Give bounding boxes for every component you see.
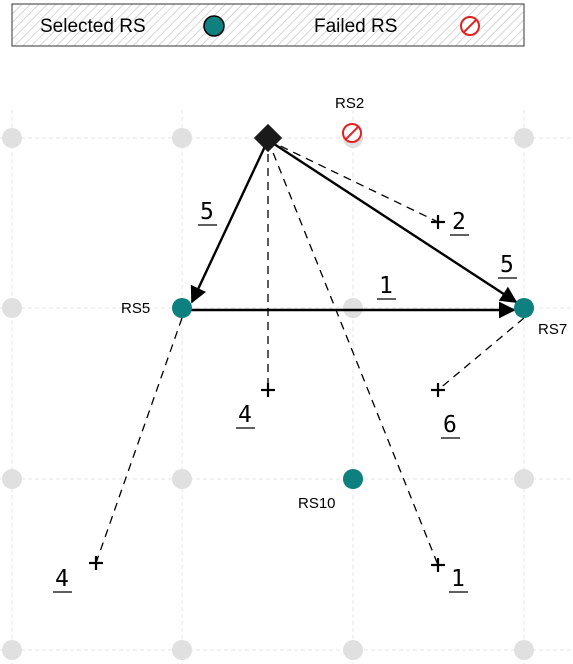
edge-source-plus-right-upper <box>267 139 439 223</box>
grid <box>0 110 573 664</box>
grid-dot <box>343 640 363 660</box>
legend: Selected RS Failed RS <box>11 3 525 47</box>
grid-dot <box>172 640 192 660</box>
edge-rs7-plus-right <box>437 317 525 391</box>
grid-dot <box>514 469 534 489</box>
plus-marker-center <box>261 383 275 397</box>
edge-source-rs5 <box>190 139 270 304</box>
grid-dot <box>2 128 22 148</box>
legend-box <box>11 3 525 47</box>
grid-dot <box>2 640 22 660</box>
edges <box>95 138 525 566</box>
grid-dot <box>514 128 534 148</box>
plus-marker-right <box>431 383 445 397</box>
rs10-node <box>343 469 363 489</box>
weight-rs5-plus-bottom-left: 4 <box>55 566 69 592</box>
rs2-failed-icon <box>342 123 362 143</box>
weight-source-rs5: 5 <box>200 199 214 225</box>
weight-source-plus-center: 4 <box>238 402 252 428</box>
rs2-label: RS2 <box>335 95 364 112</box>
weight-rs7-plus-right: 6 <box>443 412 457 438</box>
grid-dot <box>2 469 22 489</box>
legend-failed-icon <box>460 16 480 36</box>
plus-markers <box>89 215 445 572</box>
legend-selected-label: Selected RS <box>40 16 146 37</box>
plus-marker-bottom-left <box>89 556 103 570</box>
legend-failed-label: Failed RS <box>314 16 397 37</box>
weight-labels: 5 5 1 2 4 6 4 1 <box>53 199 517 593</box>
grid-dot <box>2 298 22 318</box>
grid-dot <box>514 640 534 660</box>
weight-rs5-rs7: 1 <box>379 273 393 299</box>
weight-source-plus-right-upper: 2 <box>452 209 466 235</box>
legend-selected-icon <box>203 15 225 37</box>
grid-dot <box>172 128 192 148</box>
plus-marker-right-upper <box>431 215 445 229</box>
rs5-node <box>172 298 192 318</box>
plus-marker-bottom-right <box>431 558 445 572</box>
edge-source-rs7 <box>267 138 518 304</box>
edge-source-plus-bottom-right <box>267 139 439 566</box>
grid-dot <box>343 298 363 318</box>
rs5-label: RS5 <box>121 300 150 317</box>
rs10-label: RS10 <box>298 495 336 512</box>
weight-source-rs7: 5 <box>500 252 514 278</box>
edge-rs5-plus-bottom-left <box>95 317 183 564</box>
rs7-label: RS7 <box>538 321 567 338</box>
weight-source-plus-bottom-right: 1 <box>451 566 465 592</box>
rs7-node <box>514 298 534 318</box>
grid-dot <box>172 469 192 489</box>
node-labels: RS2 RS5 RS7 RS10 <box>121 95 567 512</box>
